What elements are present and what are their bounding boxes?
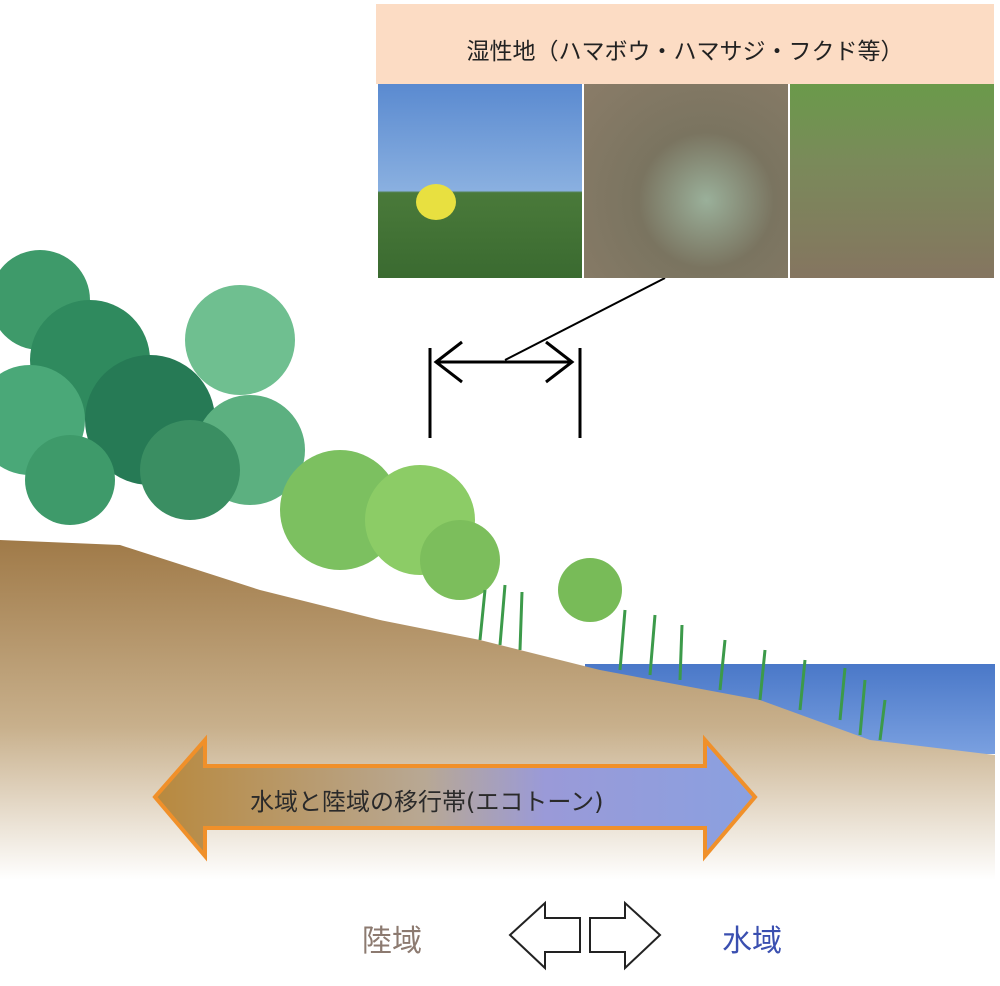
range-marker bbox=[428, 277, 666, 438]
right-arrow-icon bbox=[589, 900, 662, 971]
hamabou-photo bbox=[378, 84, 582, 278]
title-band: 湿性地（ハマボウ・ハマサジ・フクド等） bbox=[376, 4, 994, 84]
land-label: 陸域 bbox=[362, 924, 422, 959]
fukudo-photo bbox=[790, 84, 994, 278]
reeds bbox=[478, 584, 887, 741]
flower-icon bbox=[416, 184, 456, 220]
ecotone-arrow bbox=[152, 734, 758, 862]
wetland-title: 湿性地（ハマボウ・ハマサジ・フクド等） bbox=[466, 39, 904, 65]
water-label: 水域 bbox=[722, 924, 782, 959]
forest-trees bbox=[0, 250, 622, 622]
hamasaji-photo bbox=[584, 84, 788, 278]
ecotone-label: 水域と陸域の移行帯(エコトーン) bbox=[250, 788, 604, 816]
left-arrow-icon bbox=[508, 900, 581, 971]
